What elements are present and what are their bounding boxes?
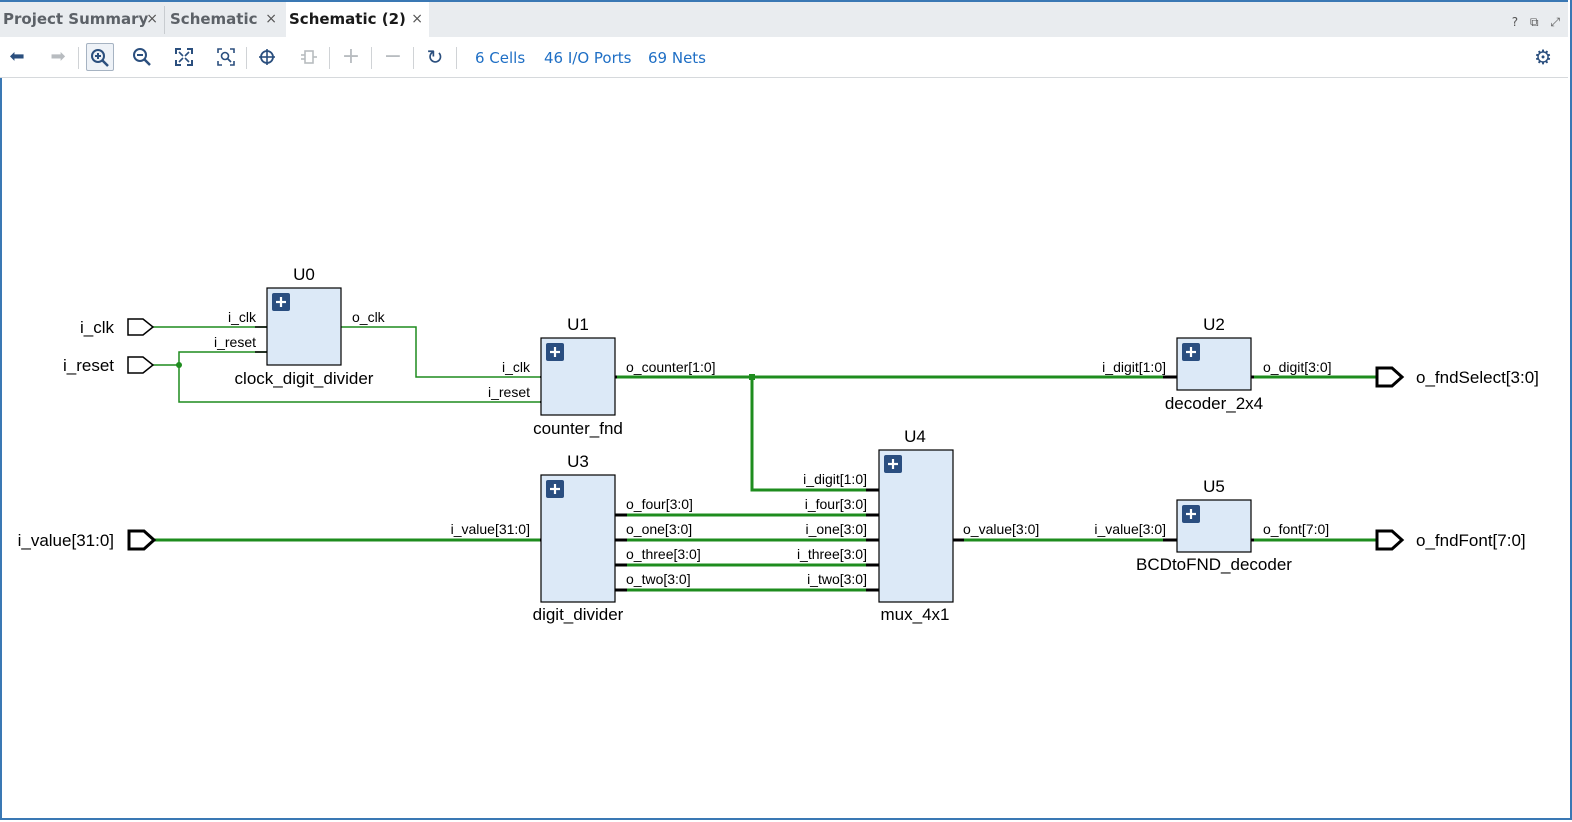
expand-cell-icon[interactable] bbox=[1180, 503, 1202, 525]
expand-cell-icon[interactable] bbox=[882, 453, 904, 475]
port-label: i_reset bbox=[63, 356, 114, 375]
toolbar-divider bbox=[371, 47, 372, 69]
cell-type-label: decoder_2x4 bbox=[1165, 394, 1263, 413]
tab-schematic[interactable]: Schematic × bbox=[167, 2, 283, 37]
pin-label: i_four[3:0] bbox=[805, 496, 867, 512]
zoom-fit-icon[interactable] bbox=[170, 43, 198, 71]
pin-label: i_reset bbox=[214, 334, 256, 350]
pin-label: i_reset bbox=[488, 384, 530, 400]
expand-icon[interactable] bbox=[295, 43, 323, 71]
pin-label: i_value[3:0] bbox=[1094, 521, 1166, 537]
toolbar-divider bbox=[413, 47, 414, 69]
expand-cell-icon[interactable] bbox=[1180, 341, 1202, 363]
cell-type-label: counter_fnd bbox=[533, 419, 623, 438]
close-icon[interactable]: × bbox=[146, 11, 158, 27]
pin-label: o_digit[3:0] bbox=[1263, 359, 1332, 375]
cell-type-label: mux_4x1 bbox=[881, 605, 950, 624]
port-label: i_clk bbox=[80, 318, 115, 337]
net-counter-bus[interactable] bbox=[604, 374, 1190, 492]
port-i-value[interactable]: i_value[31:0] bbox=[18, 529, 157, 551]
port-o-fnd-font[interactable]: o_fndFont[7:0] bbox=[1375, 529, 1526, 551]
cell-u2[interactable]: U2 i_digit[1:0] o_digit[3:0] decoder_2x4 bbox=[1102, 315, 1331, 413]
cell-instance-label: U0 bbox=[293, 265, 315, 284]
port-i-clk[interactable]: i_clk bbox=[80, 318, 155, 337]
port-i-reset[interactable]: i_reset bbox=[63, 356, 155, 375]
cell-instance-label: U3 bbox=[567, 452, 589, 471]
refresh-icon[interactable]: ↻ bbox=[426, 45, 444, 69]
pin-label: o_font[7:0] bbox=[1263, 521, 1329, 537]
expand-cell-icon[interactable] bbox=[544, 478, 566, 500]
port-o-fnd-select[interactable]: o_fndSelect[3:0] bbox=[1375, 366, 1539, 388]
pin-label: i_two[3:0] bbox=[807, 571, 867, 587]
cell-type-label: digit_divider bbox=[533, 605, 624, 624]
cell-u1[interactable]: U1 i_clk i_reset o_counter[1:0] counter_… bbox=[488, 315, 716, 438]
pin-label: o_clk bbox=[352, 309, 386, 325]
port-label: o_fndSelect[3:0] bbox=[1416, 368, 1539, 387]
toolbar-divider bbox=[246, 47, 247, 69]
forward-arrow-icon[interactable]: ➡ bbox=[50, 46, 66, 67]
close-icon[interactable]: × bbox=[411, 11, 423, 27]
tab-project-summary[interactable]: Project Summary × bbox=[0, 2, 164, 37]
zoom-area-icon[interactable] bbox=[212, 43, 240, 71]
cell-instance-label: U1 bbox=[567, 315, 589, 334]
window-controls: ? ⧉ ⤢ bbox=[1504, 2, 1560, 37]
toolbar-divider bbox=[329, 47, 330, 69]
remove-icon[interactable]: − bbox=[383, 44, 403, 69]
schematic-canvas[interactable]: i_clk i_reset i_value[31:0] o_fndSelect[… bbox=[0, 78, 1566, 816]
pin-label: o_two[3:0] bbox=[626, 571, 691, 587]
cell-instance-label: U2 bbox=[1203, 315, 1225, 334]
tab-label: Schematic (2) bbox=[289, 10, 406, 28]
pin-label: o_counter[1:0] bbox=[626, 359, 716, 375]
pin-label: i_clk bbox=[228, 309, 257, 325]
port-label: o_fndFont[7:0] bbox=[1416, 531, 1526, 550]
pin-label: i_digit[1:0] bbox=[803, 471, 867, 487]
pin-label: o_three[3:0] bbox=[626, 546, 701, 562]
expand-cell-icon[interactable] bbox=[544, 341, 566, 363]
toolbar-divider bbox=[78, 47, 79, 69]
tab-label: Schematic bbox=[170, 10, 258, 28]
cell-u4[interactable]: U4 i_digit[1:0] i_four[3:0] i_one[3:0] i… bbox=[797, 427, 1039, 624]
tab-divider bbox=[164, 6, 165, 34]
pin-label: o_one[3:0] bbox=[626, 521, 692, 537]
pin-label: i_value[31:0] bbox=[451, 521, 530, 537]
zoom-in-icon[interactable] bbox=[86, 43, 114, 71]
add-icon[interactable]: + bbox=[341, 44, 361, 69]
cell-u3[interactable]: U3 i_value[31:0] o_four[3:0] o_one[3:0] … bbox=[451, 452, 701, 624]
port-label: i_value[31:0] bbox=[18, 531, 114, 550]
pin-label: o_value[3:0] bbox=[963, 521, 1039, 537]
tab-schematic-2[interactable]: Schematic (2) × bbox=[286, 0, 429, 39]
net-digit-buses[interactable] bbox=[604, 513, 868, 592]
pin-label: i_three[3:0] bbox=[797, 546, 867, 562]
toolbar-divider bbox=[456, 47, 457, 69]
tab-bar: Project Summary × Schematic × Schematic … bbox=[0, 0, 1568, 39]
cell-u5[interactable]: U5 i_value[3:0] o_font[7:0] BCDtoFND_dec… bbox=[1094, 477, 1329, 574]
maximize-icon[interactable]: ⤢ bbox=[1550, 15, 1560, 29]
gear-icon[interactable]: ⚙ bbox=[1534, 45, 1552, 69]
pin-label: i_one[3:0] bbox=[806, 521, 868, 537]
select-icon[interactable] bbox=[253, 43, 281, 71]
net-o-clk[interactable] bbox=[340, 326, 552, 378]
pin-label: o_four[3:0] bbox=[626, 496, 693, 512]
cells-count-link[interactable]: 6 Cells bbox=[475, 49, 526, 67]
back-arrow-icon[interactable]: ⬅ bbox=[9, 46, 25, 67]
help-icon[interactable]: ? bbox=[1511, 15, 1519, 29]
cell-instance-label: U4 bbox=[904, 427, 926, 446]
tab-label: Project Summary bbox=[3, 10, 149, 28]
zoom-out-icon[interactable] bbox=[128, 43, 156, 71]
cell-instance-label: U5 bbox=[1203, 477, 1225, 496]
pin-label: i_clk bbox=[502, 359, 531, 375]
close-icon[interactable]: × bbox=[265, 11, 277, 27]
pin-label: i_digit[1:0] bbox=[1102, 359, 1166, 375]
expand-cell-icon[interactable] bbox=[270, 291, 292, 313]
restore-icon[interactable]: ⧉ bbox=[1529, 15, 1539, 29]
cell-u0[interactable]: U0 i_clk i_reset o_clk clock_digit_divid… bbox=[214, 265, 386, 388]
toolbar: ⬅ ➡ + − ↻ 6 Cells 46 I/O Ports 69 Nets ⚙ bbox=[0, 37, 1568, 78]
cell-type-label: clock_digit_divider bbox=[235, 369, 374, 388]
io-ports-count-link[interactable]: 46 I/O Ports bbox=[544, 49, 632, 67]
cell-type-label: BCDtoFND_decoder bbox=[1136, 555, 1292, 574]
nets-count-link[interactable]: 69 Nets bbox=[648, 49, 707, 67]
net-reset[interactable] bbox=[153, 351, 552, 403]
